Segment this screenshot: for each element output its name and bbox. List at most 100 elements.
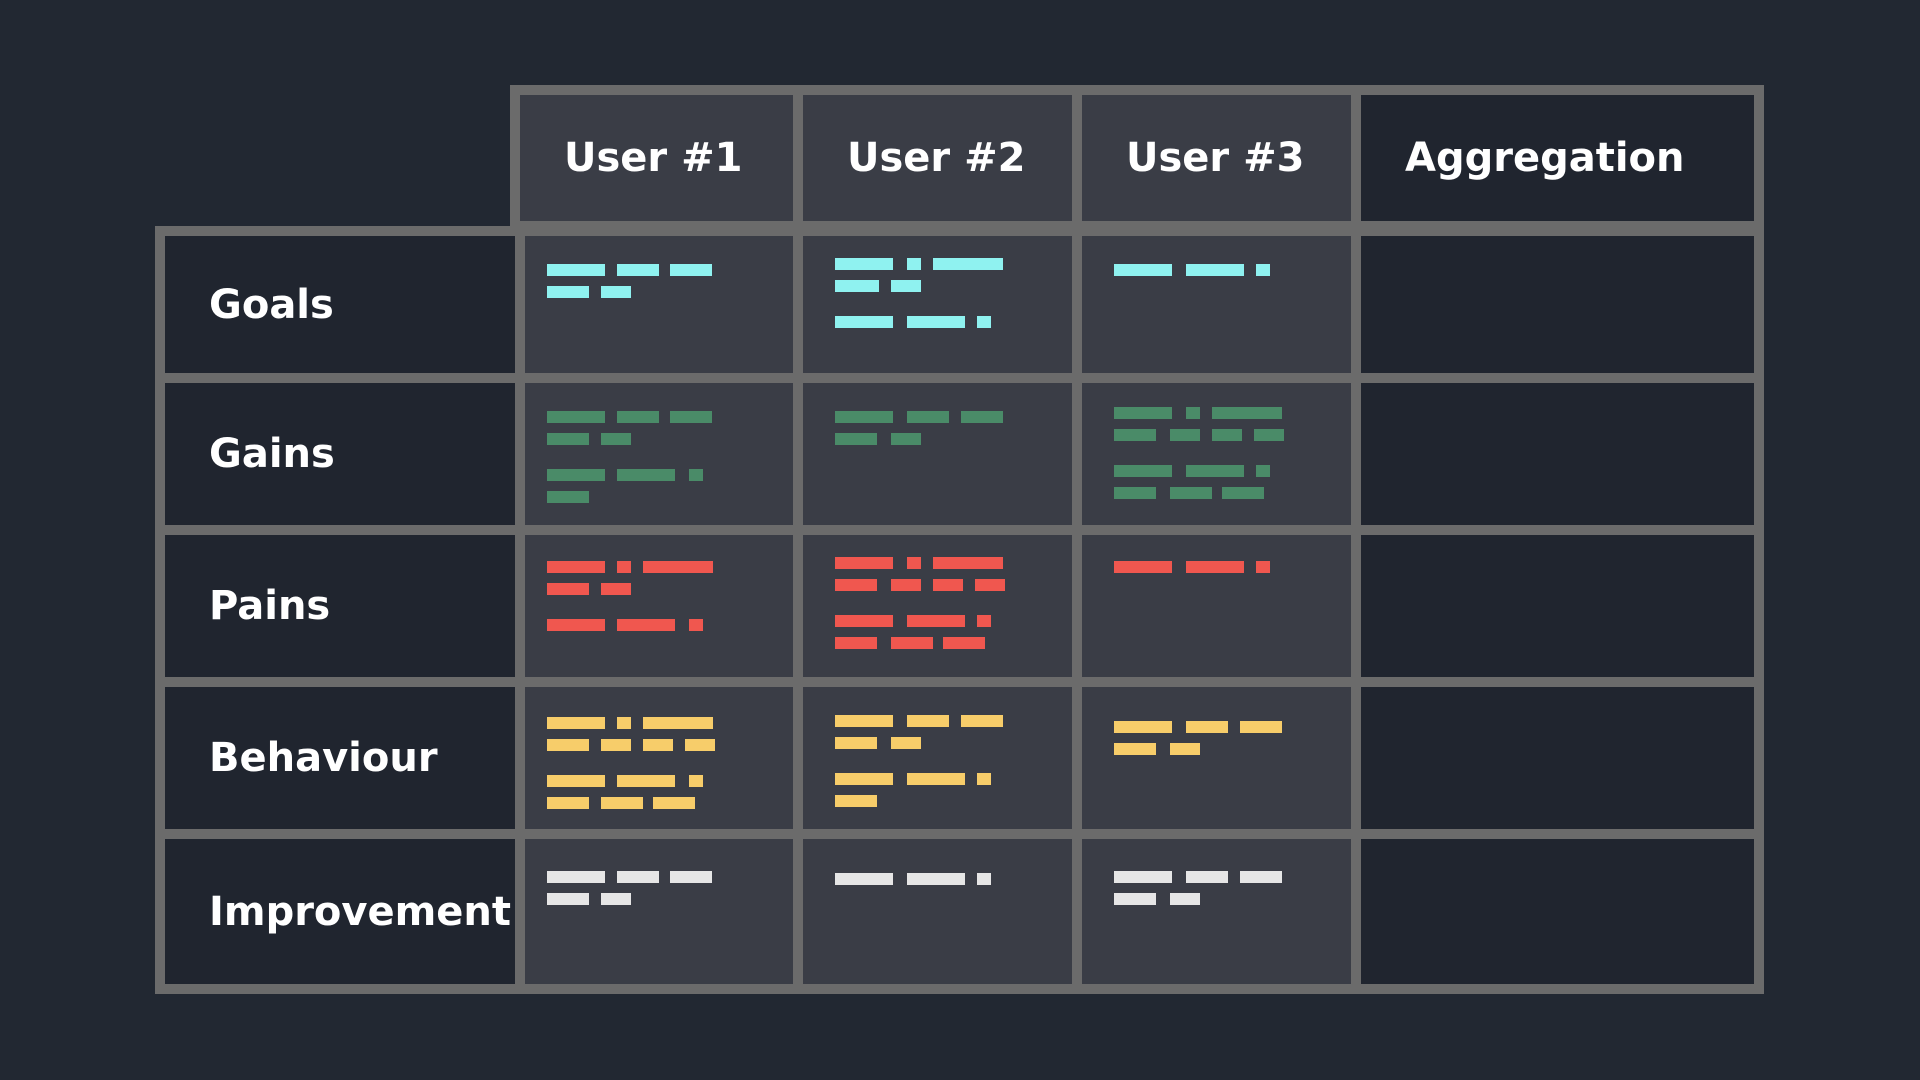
note-line-placeholder (835, 715, 893, 727)
note-line-placeholder (835, 557, 893, 569)
note-line-placeholder (907, 773, 965, 785)
note-line-placeholder (643, 561, 713, 573)
row-label-pains: Pains (165, 535, 515, 677)
note-line-placeholder (1170, 893, 1200, 905)
note-line-placeholder (977, 873, 991, 885)
note-line-placeholder (547, 717, 605, 729)
note-line-placeholder (891, 579, 921, 591)
note-line-placeholder (1114, 743, 1156, 755)
note-line-placeholder (617, 561, 631, 573)
note-line-placeholder (1212, 407, 1282, 419)
note-line-placeholder (1170, 487, 1212, 499)
user-cell (803, 383, 1072, 525)
note-line-placeholder (835, 579, 877, 591)
user-cell (1082, 383, 1351, 525)
note-line-placeholder (907, 258, 921, 270)
note-line-placeholder (933, 579, 963, 591)
note-line-placeholder (891, 280, 921, 292)
note-line-placeholder (1186, 407, 1200, 419)
column-header-3: User #3 (1082, 95, 1351, 221)
note-line-placeholder (547, 871, 605, 883)
note-line-placeholder (547, 583, 589, 595)
note-line-placeholder (547, 619, 605, 631)
note-line-placeholder (689, 469, 703, 481)
note-line-placeholder (1114, 893, 1156, 905)
note-line-placeholder (907, 873, 965, 885)
note-line-placeholder (601, 797, 643, 809)
user-cell (525, 839, 793, 984)
note-line-placeholder (601, 583, 631, 595)
note-line-placeholder (685, 739, 715, 751)
row-label-behaviour: Behaviour (165, 687, 515, 829)
row-label-text: Gains (209, 431, 335, 477)
note-line-placeholder (1254, 429, 1284, 441)
user-cell (1082, 839, 1351, 984)
note-line-placeholder (1170, 743, 1200, 755)
note-line-placeholder (835, 637, 877, 649)
note-line-placeholder (601, 739, 631, 751)
note-line-placeholder (547, 739, 589, 751)
note-line-placeholder (547, 411, 605, 423)
note-line-placeholder (907, 411, 949, 423)
note-line-placeholder (547, 797, 589, 809)
note-line-placeholder (670, 411, 712, 423)
note-line-placeholder (601, 286, 631, 298)
note-line-placeholder (1240, 721, 1282, 733)
note-line-placeholder (689, 619, 703, 631)
note-line-placeholder (1256, 561, 1270, 573)
note-line-placeholder (1114, 429, 1156, 441)
note-line-placeholder (670, 264, 712, 276)
note-line-placeholder (689, 775, 703, 787)
note-line-placeholder (601, 893, 631, 905)
note-line-placeholder (1114, 465, 1172, 477)
row-label-gains: Gains (165, 383, 515, 525)
row-label-text: Behaviour (209, 735, 438, 781)
note-line-placeholder (1114, 487, 1156, 499)
user-cell (525, 535, 793, 677)
user-cell (1082, 535, 1351, 677)
user-cell (803, 236, 1072, 373)
column-header-1: User #1 (520, 95, 793, 221)
note-line-placeholder (835, 795, 877, 807)
note-line-placeholder (835, 615, 893, 627)
note-line-placeholder (1240, 871, 1282, 883)
note-line-placeholder (1114, 407, 1172, 419)
row-label-improvement: Improvement (165, 839, 515, 984)
note-line-placeholder (601, 433, 631, 445)
note-line-placeholder (617, 619, 675, 631)
note-line-placeholder (835, 411, 893, 423)
column-header-label: User #3 (1126, 135, 1305, 181)
note-line-placeholder (835, 433, 877, 445)
note-line-placeholder (975, 579, 1005, 591)
note-line-placeholder (891, 737, 921, 749)
note-line-placeholder (907, 316, 965, 328)
note-line-placeholder (1170, 429, 1200, 441)
note-line-placeholder (835, 773, 893, 785)
aggregation-cell (1361, 383, 1754, 525)
column-header-2: User #2 (803, 95, 1072, 221)
note-line-placeholder (977, 773, 991, 785)
note-line-placeholder (835, 873, 893, 885)
note-line-placeholder (835, 737, 877, 749)
note-line-placeholder (547, 469, 605, 481)
note-line-placeholder (643, 739, 673, 751)
note-line-placeholder (907, 557, 921, 569)
note-line-placeholder (1186, 561, 1244, 573)
note-line-placeholder (547, 286, 589, 298)
note-line-placeholder (977, 316, 991, 328)
note-line-placeholder (891, 433, 921, 445)
user-cell (1082, 687, 1351, 829)
note-line-placeholder (1222, 487, 1264, 499)
note-line-placeholder (547, 893, 589, 905)
note-line-placeholder (653, 797, 695, 809)
note-line-placeholder (547, 491, 589, 503)
aggregation-cell (1361, 687, 1754, 829)
note-line-placeholder (933, 258, 1003, 270)
note-line-placeholder (1186, 871, 1228, 883)
row-label-text: Improvement (209, 888, 512, 935)
user-cell (803, 687, 1072, 829)
note-line-placeholder (835, 316, 893, 328)
note-line-placeholder (547, 433, 589, 445)
column-header-label: User #1 (564, 135, 743, 181)
